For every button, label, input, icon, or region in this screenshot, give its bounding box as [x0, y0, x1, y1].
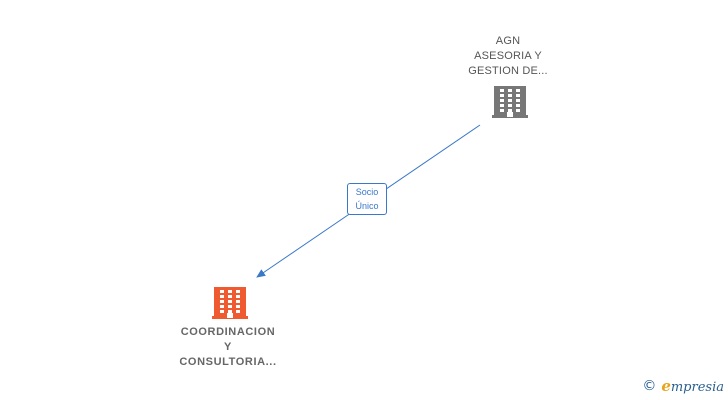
- node-label-line: Y: [224, 341, 232, 353]
- edge-label-line: Socio: [355, 187, 379, 197]
- building-window: [220, 305, 224, 308]
- brand-name: empresia: [661, 377, 724, 395]
- building-window: [516, 104, 520, 107]
- building-window: [500, 94, 504, 97]
- building-window: [228, 295, 232, 298]
- building-window: [500, 89, 504, 92]
- building-window: [220, 295, 224, 298]
- building-window: [508, 104, 512, 107]
- copyright-icon: ©: [642, 378, 657, 394]
- building-window: [516, 109, 520, 112]
- building-window: [236, 310, 240, 313]
- building-window: [228, 290, 232, 293]
- building-window: [516, 99, 520, 102]
- edge-label-line: Único: [355, 201, 379, 211]
- building-window: [236, 290, 240, 293]
- building-window: [500, 109, 504, 112]
- node-label-agn[interactable]: AGN ASESORIA Y GESTION DE...: [448, 34, 568, 79]
- building-window: [516, 94, 520, 97]
- building-window: [516, 89, 520, 92]
- building-window: [228, 310, 232, 313]
- building-window: [508, 89, 512, 92]
- building-window: [500, 104, 504, 107]
- node-label-line: CONSULTORIA...: [179, 356, 277, 368]
- building-window: [228, 300, 232, 303]
- building-window: [500, 99, 504, 102]
- brand-name-rest: mpresia: [670, 380, 724, 395]
- building-window: [508, 94, 512, 97]
- brand-initial: e: [661, 377, 671, 395]
- edge-label-socio-unico[interactable]: Socio Único: [347, 183, 387, 215]
- building-window: [508, 109, 512, 112]
- node-label-line: COORDINACION: [180, 326, 276, 338]
- node-label-line: AGN: [495, 35, 521, 47]
- building-window: [508, 99, 512, 102]
- building-window: [236, 295, 240, 298]
- building-icon[interactable]: [212, 287, 248, 319]
- node-label-line: GESTION DE...: [468, 65, 548, 77]
- building-door: [507, 112, 513, 117]
- building-window: [236, 305, 240, 308]
- node-label-coordinacion[interactable]: COORDINACION Y CONSULTORIA...: [168, 325, 288, 370]
- building-door: [227, 313, 233, 318]
- brand-watermark[interactable]: © empresia: [642, 377, 724, 395]
- building-window: [220, 300, 224, 303]
- building-window: [220, 290, 224, 293]
- building-window: [236, 300, 240, 303]
- building-icon[interactable]: [492, 86, 528, 118]
- building-window: [220, 310, 224, 313]
- building-window: [228, 305, 232, 308]
- node-label-line: ASESORIA Y: [474, 50, 542, 62]
